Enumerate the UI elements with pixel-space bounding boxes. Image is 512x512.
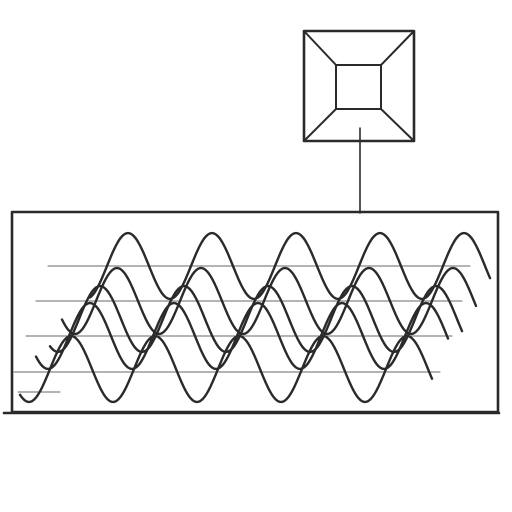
sine-wave-row xyxy=(34,301,450,371)
pyramid-box-icon xyxy=(302,29,416,143)
panel-frame xyxy=(10,210,500,414)
sine-wave-row xyxy=(18,334,434,404)
bevel-line-bottom-right xyxy=(380,108,415,142)
bevel-line-bottom-left xyxy=(303,108,337,142)
inner-square xyxy=(335,64,382,110)
outer-square xyxy=(302,29,416,143)
bevel-line-top-right xyxy=(380,30,415,66)
sine-waves xyxy=(18,231,492,404)
wave-panel xyxy=(2,210,501,415)
bevel-line-top-left xyxy=(303,30,337,66)
